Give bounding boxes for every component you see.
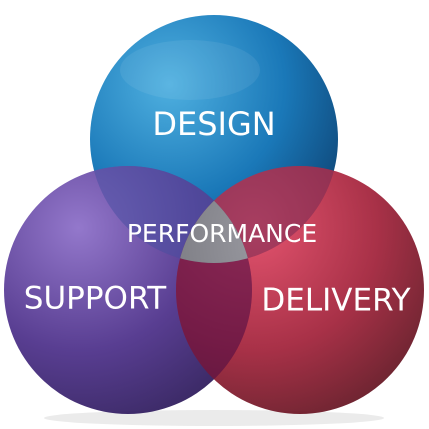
design-support-overlap [90,166,252,263]
design-delivery-overlap [176,166,338,263]
center-label: PERFORMANCE [127,219,317,248]
design-label: DESIGN [152,105,275,143]
delivery-label: DELIVERY [261,283,410,319]
support-label: SUPPORT [24,281,167,317]
